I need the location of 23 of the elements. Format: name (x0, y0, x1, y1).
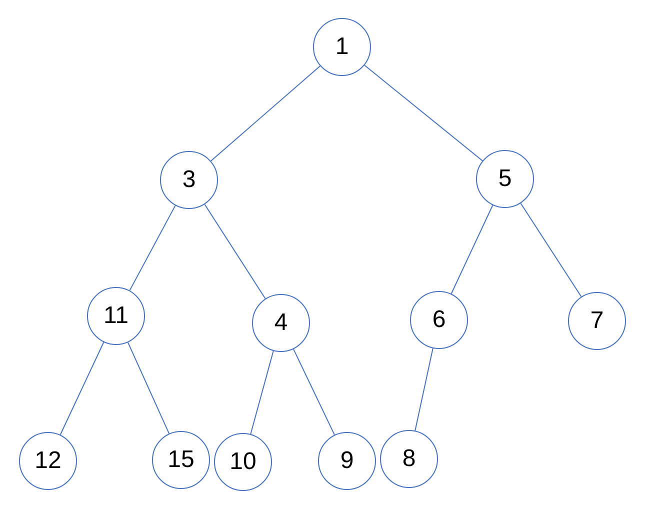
connector-line (210, 66, 321, 162)
connector-line (450, 204, 494, 294)
node-number: 7 (590, 309, 604, 333)
connector-line (60, 342, 104, 436)
connector-line (129, 205, 176, 291)
connector-line (204, 204, 266, 300)
connector-line (414, 348, 434, 432)
node-number: 8 (402, 447, 416, 471)
node-number: 11 (104, 304, 128, 328)
connector-line (127, 342, 170, 434)
node-number: 12 (34, 449, 62, 473)
node-number: 1 (335, 35, 349, 59)
node-number: 4 (274, 311, 288, 335)
connector-line (250, 350, 274, 435)
node-number: 3 (182, 168, 196, 192)
node-number: 6 (432, 308, 446, 332)
node-number: 9 (340, 449, 354, 473)
connector-line (364, 64, 483, 162)
node-number: 10 (230, 450, 256, 474)
node-number: 5 (498, 167, 512, 191)
connector-line (293, 348, 335, 436)
connector-line (520, 202, 582, 298)
node-number: 15 (168, 448, 194, 472)
